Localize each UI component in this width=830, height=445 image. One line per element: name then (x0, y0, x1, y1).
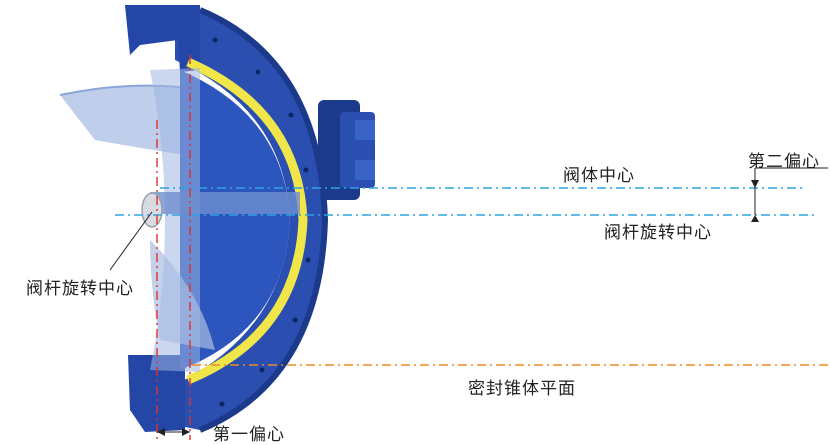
label-first-offset: 第一偏心 (213, 425, 285, 445)
stem-center-leader (109, 211, 153, 271)
top-flange (125, 5, 200, 72)
label-second-offset: 第二偏心 (748, 152, 820, 172)
label-seal-cone-plane: 密封锥体平面 (468, 379, 576, 399)
valve-stem (150, 192, 300, 214)
valve-body (175, 10, 325, 430)
valve-disc (180, 70, 290, 370)
second-offset-arrowhead-bottom (751, 215, 759, 222)
valve-body-edge (198, 7, 329, 433)
second-offset-arrowhead-top (751, 180, 759, 188)
first-offset-arrowhead-right (182, 428, 190, 436)
label-stem-center-left: 阀杆旋转中心 (26, 279, 134, 299)
label-body-center: 阀体中心 (563, 166, 635, 186)
seal-ring (186, 57, 308, 385)
stem-housing (318, 100, 375, 200)
disc-lower-wing (150, 240, 215, 350)
bolt-holes (212, 37, 311, 407)
first-offset-arrowhead-left (157, 428, 165, 436)
label-stem-center-right: 阀杆旋转中心 (604, 223, 712, 243)
